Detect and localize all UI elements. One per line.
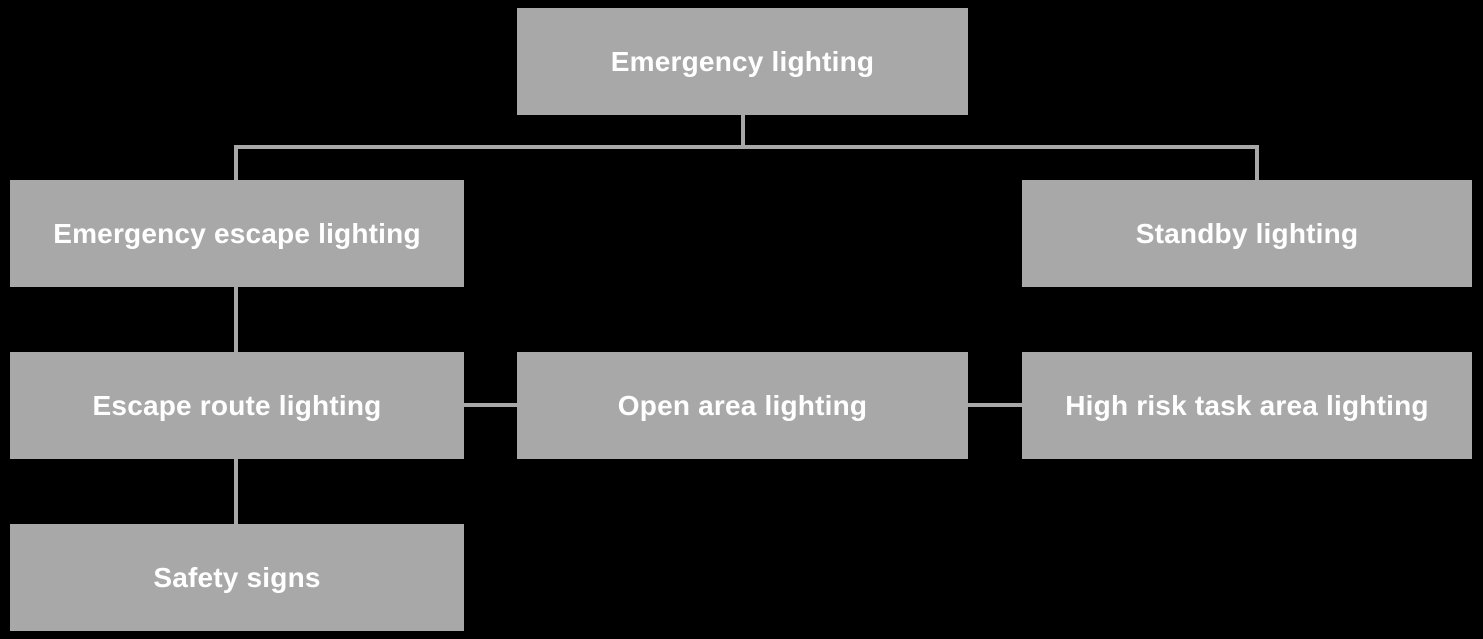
connector-horizontal-rail — [234, 145, 1259, 149]
node-escape-route-lighting: Escape route lighting — [10, 352, 464, 459]
connector-route-to-signs — [234, 459, 238, 524]
node-label: Open area lighting — [617, 389, 868, 421]
node-emergency-lighting: Emergency lighting — [517, 8, 968, 115]
node-label: Escape route lighting — [92, 389, 382, 421]
node-label: Standby lighting — [1135, 217, 1359, 249]
node-high-risk-task-area-lighting: High risk task area lighting — [1022, 352, 1472, 459]
node-label: Emergency lighting — [610, 45, 875, 77]
node-safety-signs: Safety signs — [10, 524, 464, 631]
connector-openarea-to-highrisk — [968, 403, 1022, 407]
connector-root-stub — [741, 115, 745, 146]
node-label: High risk task area lighting — [1065, 389, 1429, 421]
node-emergency-escape-lighting: Emergency escape lighting — [10, 180, 464, 287]
connector-escape-to-route — [234, 287, 238, 352]
node-label: Safety signs — [153, 561, 321, 593]
node-open-area-lighting: Open area lighting — [517, 352, 968, 459]
connector-rail-to-escape — [234, 145, 238, 180]
node-standby-lighting: Standby lighting — [1022, 180, 1472, 287]
node-label: Emergency escape lighting — [53, 217, 421, 249]
connector-rail-to-standby — [1255, 145, 1259, 180]
connector-route-to-openarea — [464, 403, 517, 407]
